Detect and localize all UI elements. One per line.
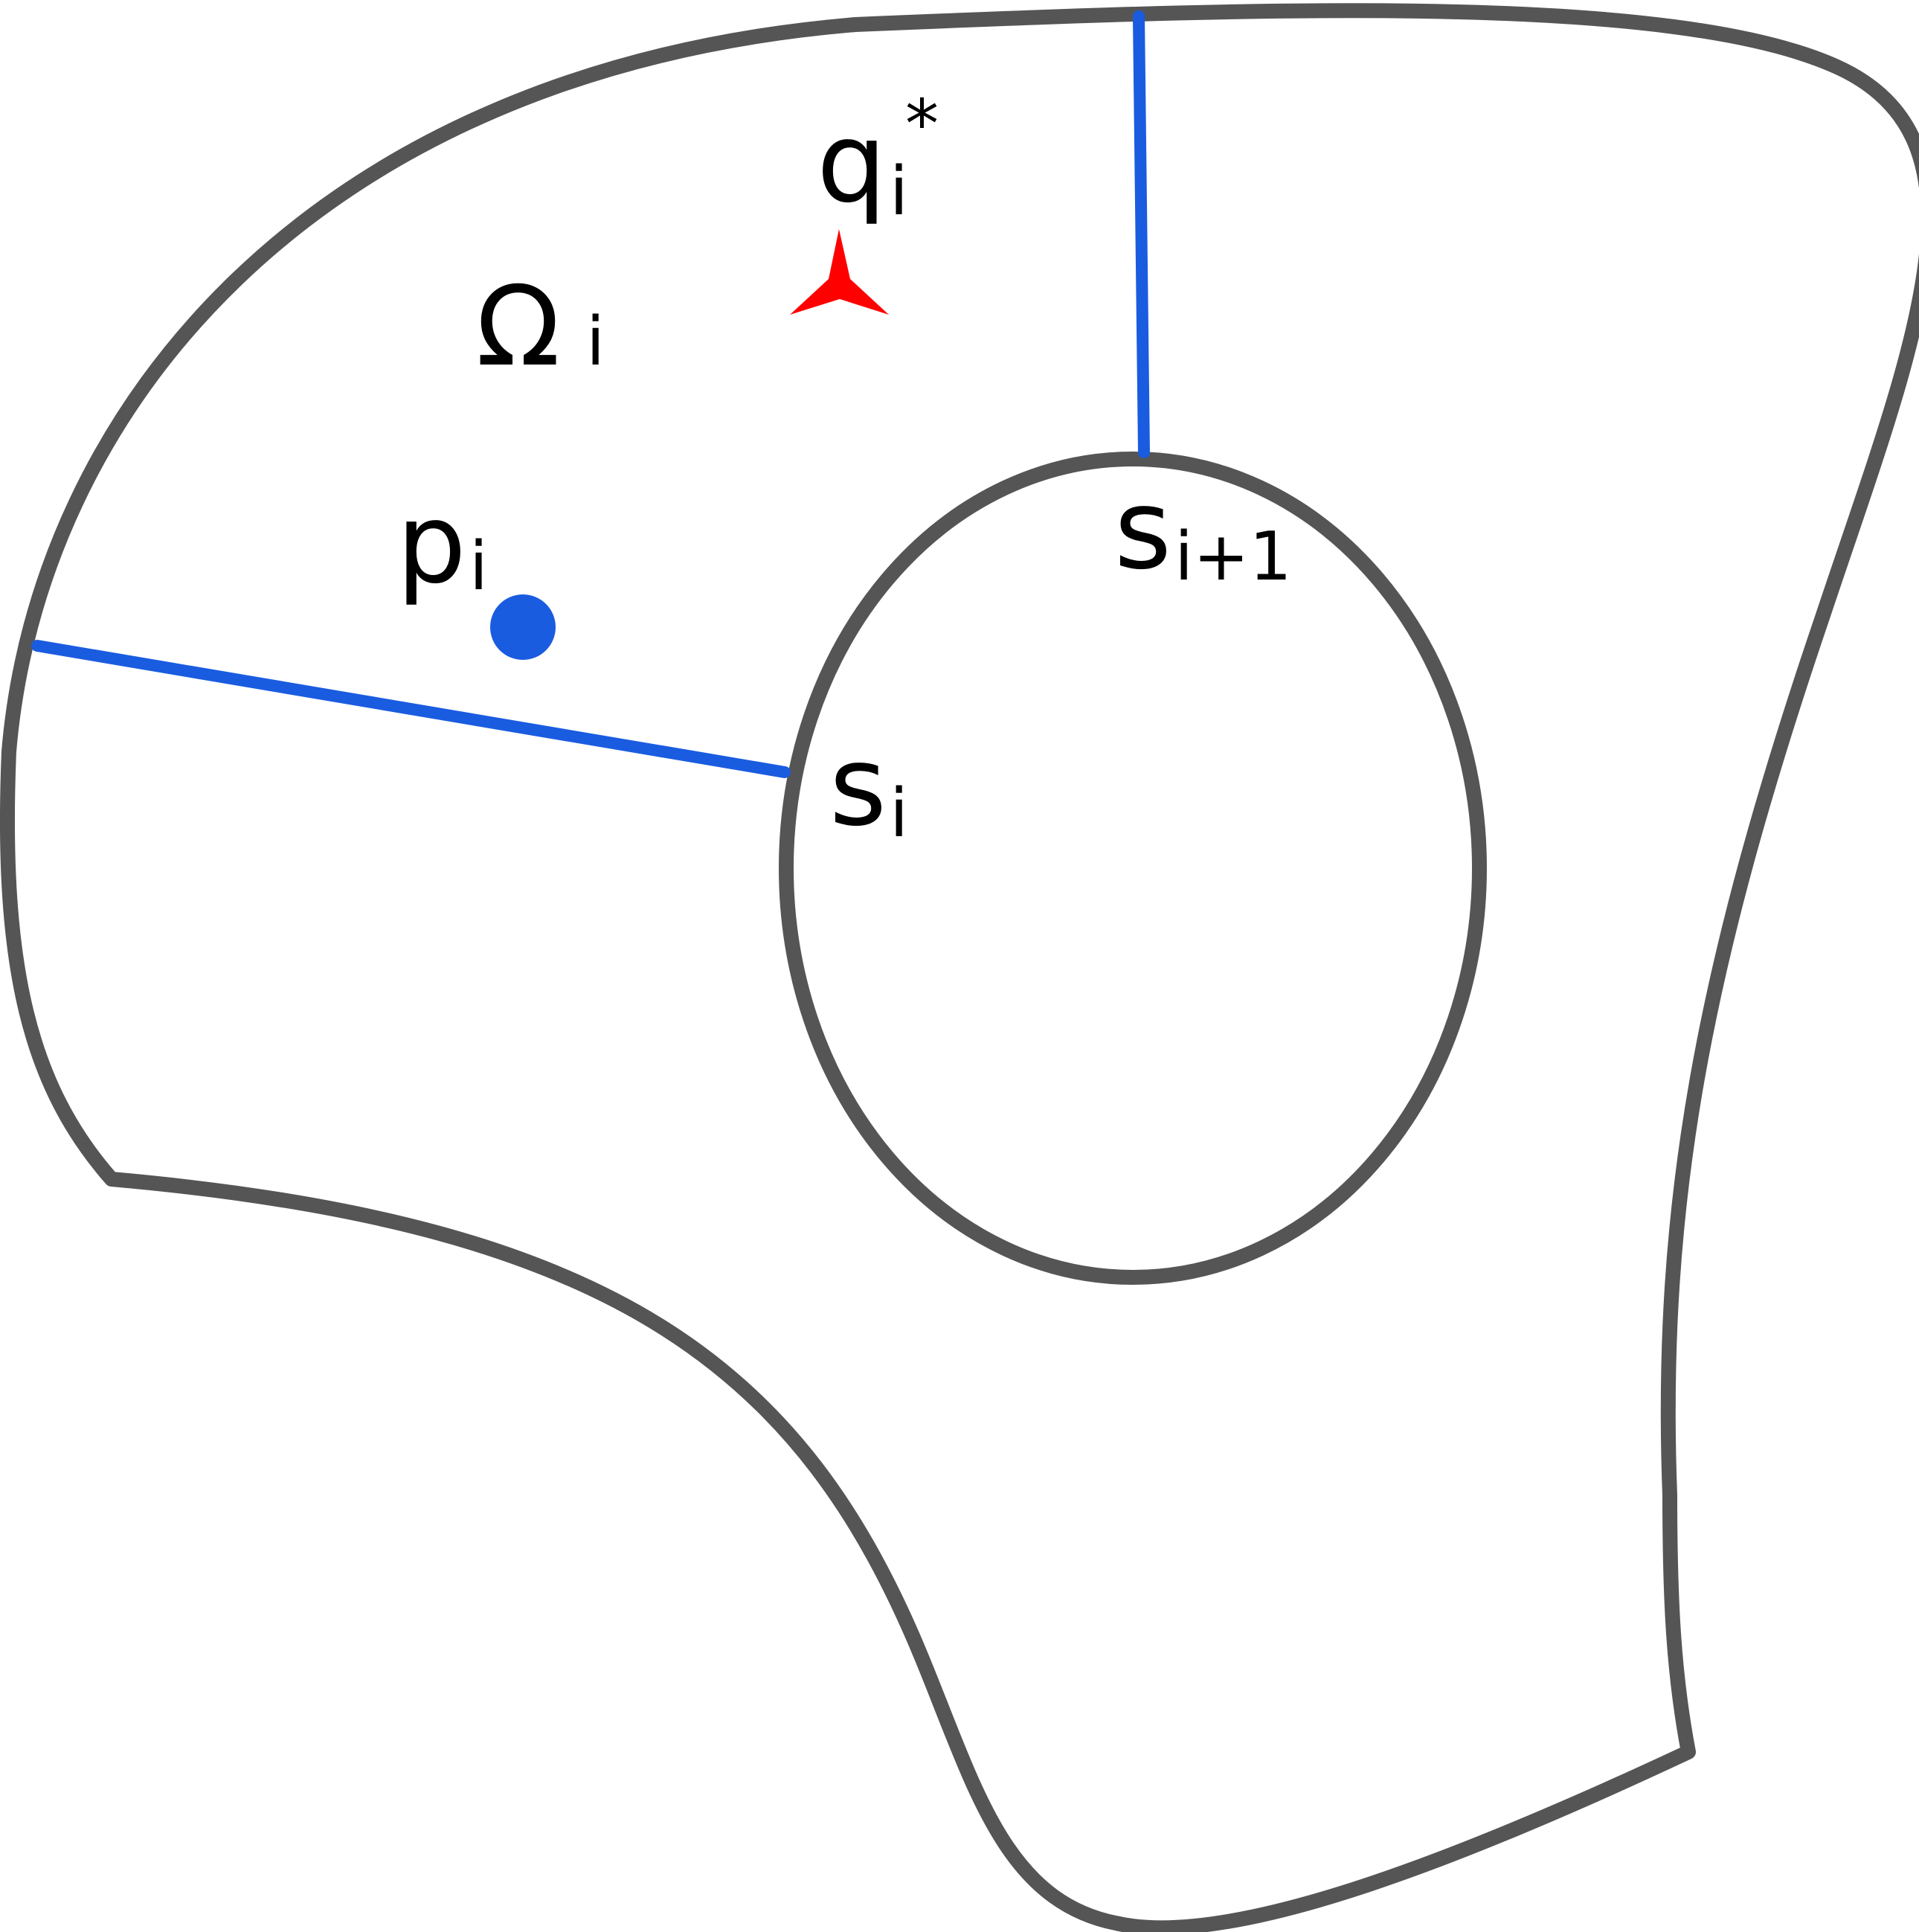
label-s-i1-base: s [1114, 466, 1171, 594]
marker-q-i-star [790, 229, 889, 315]
cut-line-s-i [31, 640, 791, 778]
cut-line-s-i-plus-1 [1133, 10, 1150, 458]
label-s-i: si [829, 722, 908, 853]
label-p-sub: i [469, 527, 488, 606]
label-p-i: pi [396, 480, 488, 608]
label-s-i-base: s [829, 722, 887, 850]
outer-boundary [0, 3, 1919, 1932]
label-omega-base: Ω [476, 263, 560, 391]
label-q-sub: i [890, 153, 908, 231]
label-q-sup: * [905, 86, 939, 164]
point-p-i [490, 594, 556, 660]
label-s-i-sub: i [890, 774, 908, 853]
label-q-i-star: qi* [817, 86, 939, 231]
label-p-base: p [396, 480, 466, 608]
label-omega-sub: i [586, 303, 605, 381]
label-q-base: q [817, 99, 887, 227]
label-s-i1-sub: i+1 [1174, 518, 1292, 596]
label-s-i-plus-1: si+1 [1114, 466, 1292, 596]
inner-hole [779, 452, 1487, 1285]
